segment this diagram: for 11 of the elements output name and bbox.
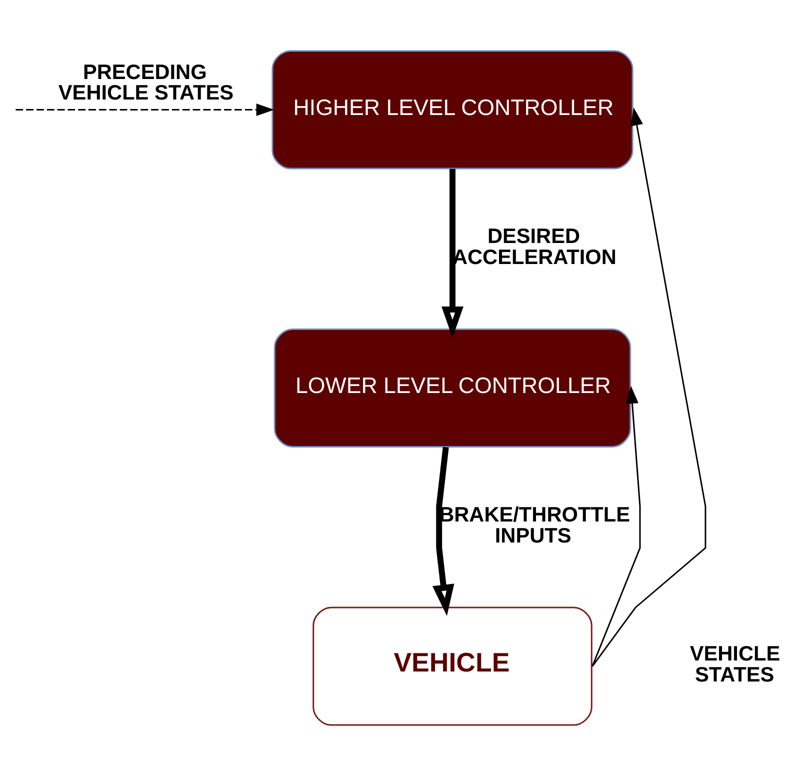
label: VEHICLE STATES <box>690 642 780 686</box>
arrow <box>592 385 641 666</box>
node-box: LOWER LEVEL CONTROLLER <box>274 328 632 448</box>
edge-label: PRECEDING VEHICLE STATES <box>58 60 234 104</box>
arrow <box>16 102 274 116</box>
arrow <box>442 168 464 338</box>
edge-label: BRAKE/THROTTLE INPUTS <box>439 502 630 547</box>
node-box: HIGHER LEVEL CONTROLLER <box>272 50 634 169</box>
node-box: VEHICLE <box>312 606 592 726</box>
arrow <box>432 446 454 616</box>
arrow <box>592 107 706 666</box>
